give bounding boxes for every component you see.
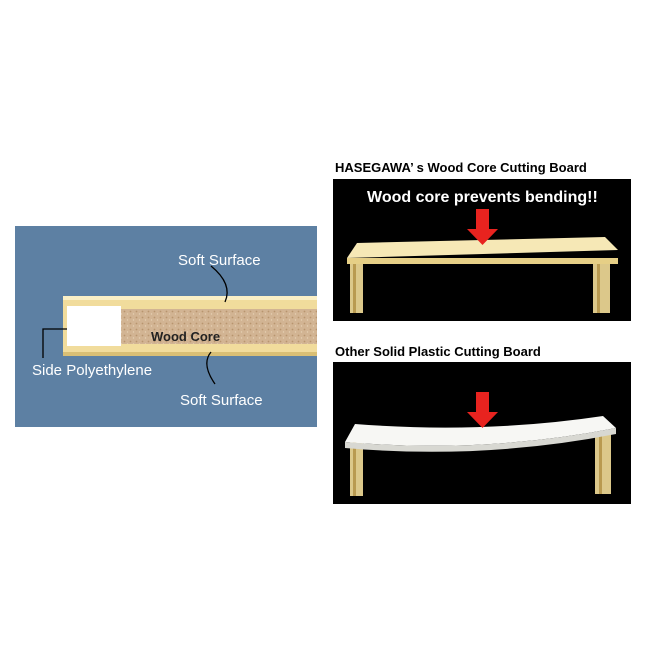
wood-core-layer — [121, 309, 317, 344]
cross-section-panel: Soft Surface Wood Core Side Polyethylene… — [15, 226, 317, 427]
plastic-board-photo — [333, 362, 631, 504]
red-arrow-icon — [467, 209, 498, 245]
flat-board-illustration — [347, 209, 618, 313]
soft-surface-bottom-label: Soft Surface — [180, 392, 263, 409]
cross-section-diagram — [42, 265, 317, 385]
plastic-board-title: Other Solid Plastic Cutting Board — [335, 344, 541, 359]
red-arrow-icon — [467, 392, 498, 428]
wood-core-board-title: HASEGAWA’ s Wood Core Cutting Board — [335, 160, 587, 175]
wood-core-board-photo: Wood core prevents bending!! — [333, 179, 631, 321]
bent-board-illustration — [345, 392, 616, 496]
side-polyethylene-block — [67, 306, 121, 346]
soft-surface-top-label: Soft Surface — [178, 252, 261, 269]
wood-core-label: Wood Core — [151, 329, 221, 344]
side-polyethylene-label: Side Polyethylene — [32, 362, 153, 379]
wood-core-caption: Wood core prevents bending!! — [367, 189, 598, 206]
